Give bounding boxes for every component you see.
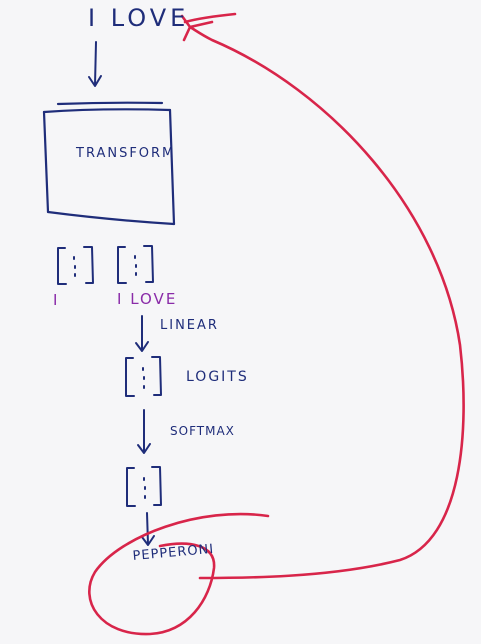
transform-label: TRANSFORM	[76, 146, 176, 161]
vector-probabilities	[126, 466, 162, 507]
logits-label: LOGITS	[186, 369, 249, 385]
input-tokens-label: I LOVE	[88, 4, 190, 32]
arrow-softmax	[137, 409, 151, 454]
vector-i-love	[117, 245, 154, 284]
arrow-linear	[135, 315, 149, 352]
vector-logits	[125, 356, 162, 397]
linear-label: LINEAR	[160, 318, 219, 333]
arrow-to-output	[141, 512, 155, 546]
softmax-label: SOFTMAX	[170, 424, 235, 438]
vector-i	[57, 246, 94, 285]
token-label-i-love: I LOVE	[117, 290, 178, 308]
token-label-i: I	[53, 291, 60, 309]
transform-box	[42, 101, 176, 226]
arrow-input-to-transform	[88, 41, 102, 87]
autoregressive-loop	[88, 12, 465, 636]
